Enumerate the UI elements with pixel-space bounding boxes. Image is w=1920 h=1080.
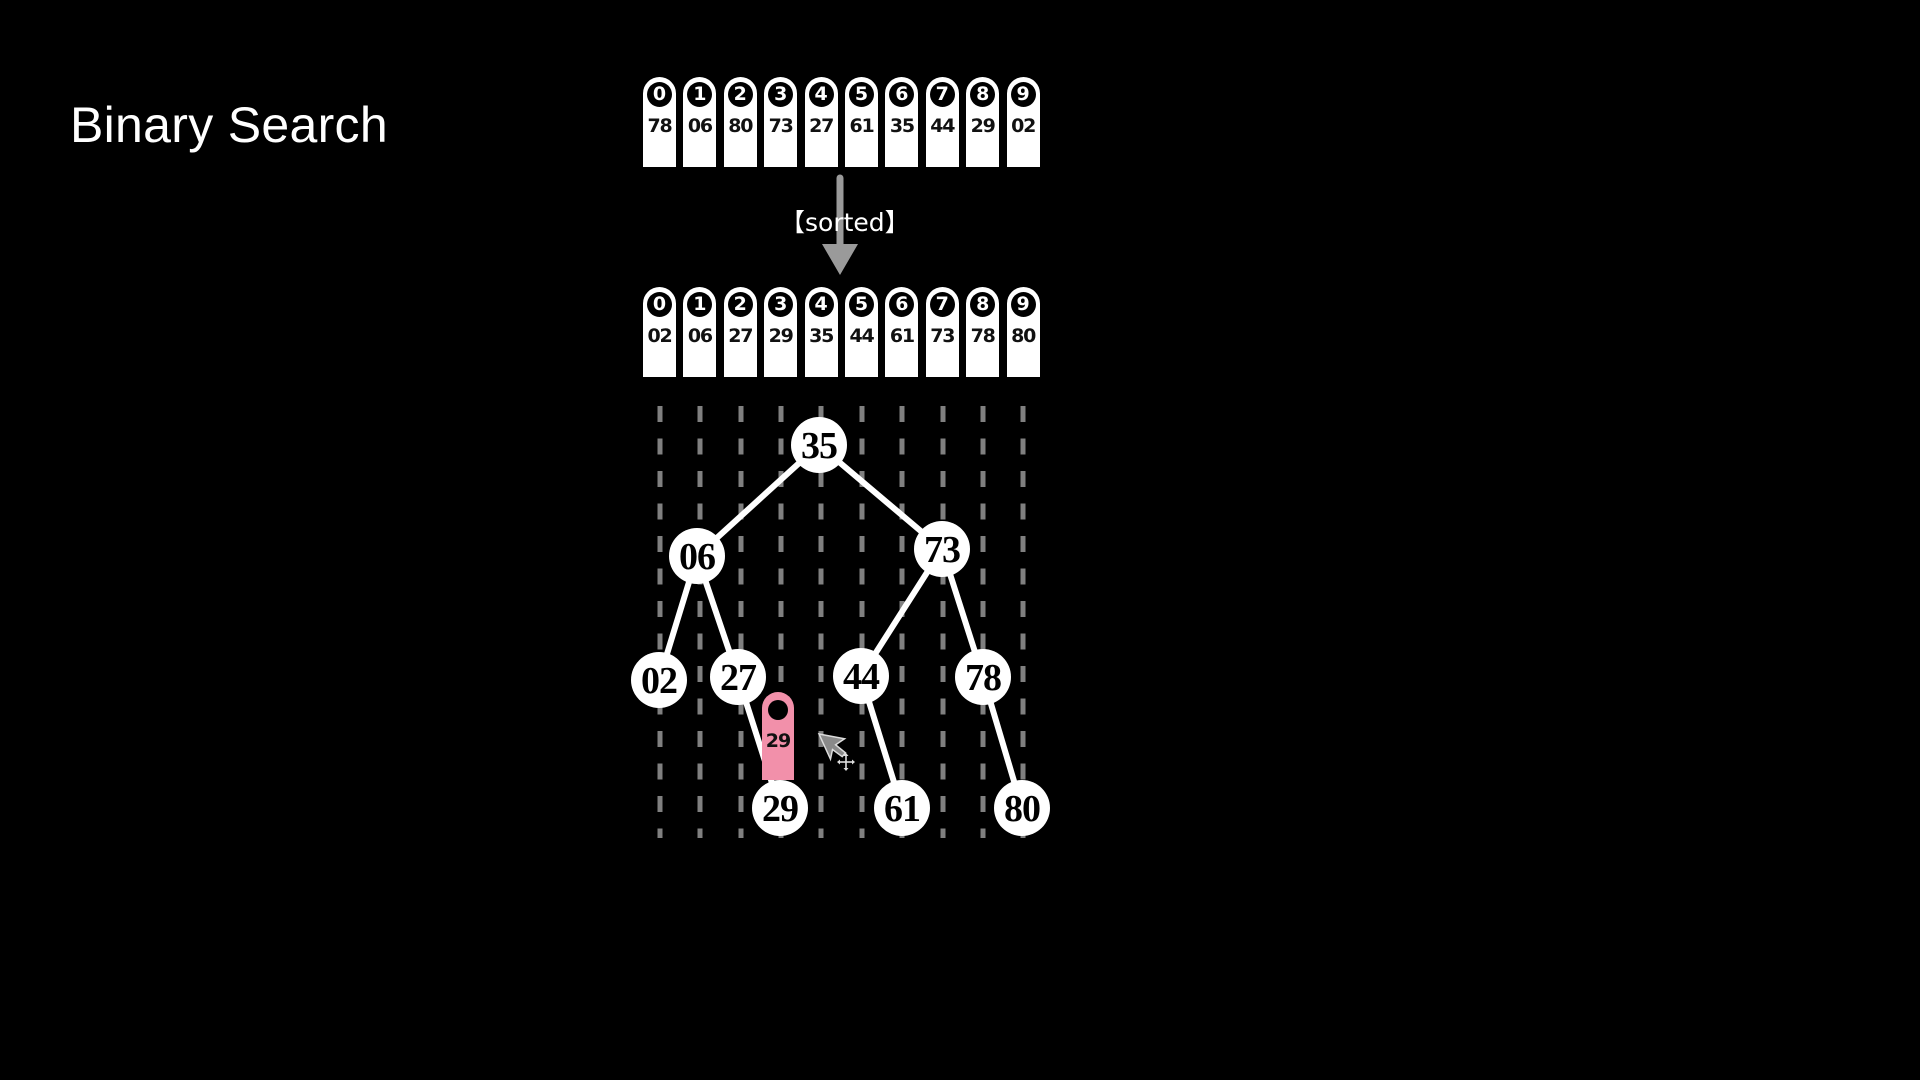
index-badge: 9 [1010,82,1036,107]
index-badge: 1 [687,82,713,107]
index-badge: 4 [808,292,834,317]
index-badge: 2 [727,292,753,317]
search-target-tag[interactable]: 29 [762,692,794,780]
tag-value: 80 [1011,325,1036,347]
index-badge: 6 [889,292,915,317]
tree-node: 80 [994,780,1050,836]
tag-value: 02 [1011,115,1036,137]
index-badge: 0 [647,82,672,107]
tag-value: 35 [889,115,915,137]
index-badge: 7 [929,292,955,317]
tag-hole [768,700,788,720]
index-badge: 2 [727,82,753,107]
tag-value: 61 [889,325,915,347]
tree-node: 27 [710,649,766,705]
tag-value: 44 [849,325,874,347]
tag-value: 29 [768,325,794,347]
index-badge: 5 [849,82,874,107]
tag-value: 78 [970,325,996,347]
search-target-value: 29 [765,730,791,752]
tag-value: 61 [849,115,874,137]
index-badge: 3 [768,82,794,107]
tree-node-root: 35 [791,417,847,473]
index-badge: 4 [808,82,834,107]
tag-value: 80 [728,115,753,137]
tree-node-target: 29 [752,780,808,836]
tag-value: 27 [809,115,834,137]
tree-node: 61 [874,780,930,836]
tree-node: 44 [833,648,889,704]
tag-value: 73 [768,115,794,137]
tag-value: 06 [687,115,713,137]
index-badge: 3 [768,292,794,317]
tag-value: 29 [970,115,996,137]
tag-value: 73 [930,325,955,347]
index-badge: 0 [647,292,672,317]
index-badge: 6 [889,82,915,107]
sorted-label: 【sorted】 [780,208,910,237]
tag-value: 35 [809,325,834,347]
tag-value: 78 [647,115,672,137]
index-badge: 8 [970,292,996,317]
tree-node: 78 [955,649,1011,705]
page-title: Binary Search [70,97,388,153]
tree-node: 06 [669,528,725,584]
tag-value: 27 [728,325,753,347]
index-badge: 9 [1010,292,1036,317]
tag-value: 06 [687,325,713,347]
tag-value: 02 [647,325,672,347]
index-badge: 5 [849,292,874,317]
index-badge: 1 [687,292,713,317]
index-badge: 8 [970,82,996,107]
tree-node: 73 [914,521,970,577]
index-badge: 7 [929,82,955,107]
tree-node: 02 [631,652,687,708]
tag-value: 44 [930,115,955,137]
